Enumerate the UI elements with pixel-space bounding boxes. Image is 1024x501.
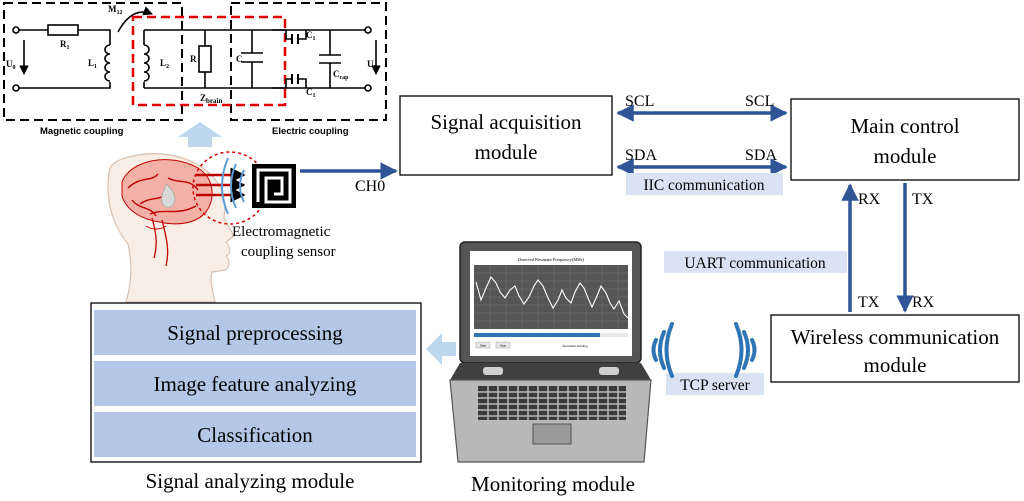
scl-right-label: SCL xyxy=(745,93,774,110)
m12-label: M12 xyxy=(108,4,123,16)
magnetic-coupling-box xyxy=(3,2,183,121)
sda-right-label: SDA xyxy=(745,147,777,164)
r1-label: R1 xyxy=(60,39,70,51)
svg-text:Image feature analyzing: Image feature analyzing xyxy=(154,372,357,396)
left-arrow xyxy=(426,333,456,365)
zbrain-label: Zbrain xyxy=(200,93,222,105)
analysis-row-2: Classification xyxy=(94,412,416,457)
svg-text:TCP server: TCP server xyxy=(680,377,750,394)
r-label: R xyxy=(190,54,197,64)
svg-text:UART communication: UART communication xyxy=(684,255,826,272)
signal-analyzing-caption: Signal analyzing module xyxy=(146,469,355,493)
wifi-icon-laptop xyxy=(651,322,674,378)
screen-signal-trace xyxy=(475,275,629,319)
l2-label: L2 xyxy=(160,58,169,70)
sensor-waves xyxy=(221,157,245,215)
circuit-labels: R1 L1 M12 L2 R C C1 C1 Ccap U0 U0 Zbrain xyxy=(6,4,377,105)
screen-status: Start Data Sending xyxy=(562,344,588,348)
sda-left-label: SDA xyxy=(625,147,657,164)
rx-bottom-label: RX xyxy=(912,294,935,311)
tx-bottom-label: TX xyxy=(858,294,880,311)
svg-text:IIC communication: IIC communication xyxy=(644,177,765,194)
screen-start-button xyxy=(475,341,491,349)
screen-stop-button xyxy=(495,341,511,349)
equivalent-circuit: R1 L1 M12 L2 R C C1 C1 Ccap U0 U0 Zbrain… xyxy=(3,2,387,137)
connection-labels: SCL SCL SDA SDA CH0 RX TX TX RX xyxy=(355,93,935,311)
monitoring-caption: Monitoring module xyxy=(471,472,635,496)
sensor-coil-icon xyxy=(252,164,296,208)
head-illustration xyxy=(107,153,235,303)
secondary-loop xyxy=(143,26,381,92)
electric-coupling-label: Electric coupling xyxy=(272,126,349,137)
screen-title: Detected Resonant Frequency(MHz) xyxy=(518,257,585,262)
c1-bottom-label: C1 xyxy=(306,87,316,99)
u0-left-label: U0 xyxy=(6,59,16,71)
wifi-icon-wireless xyxy=(734,322,757,378)
magnetic-coupling-label: Magnetic coupling xyxy=(40,126,124,137)
electric-coupling-box xyxy=(230,2,387,121)
sensor-label: Electromagnetic coupling sensor xyxy=(232,224,336,260)
tcp-server-tag: TCP server xyxy=(666,373,764,395)
c1-top-label: C1 xyxy=(306,30,316,42)
svg-text:Signal preprocessing: Signal preprocessing xyxy=(167,321,343,345)
brain-impedance-box xyxy=(131,15,287,107)
uart-communication-tag: UART communication xyxy=(664,251,847,273)
scl-left-label: SCL xyxy=(625,93,654,110)
svg-text:Classification: Classification xyxy=(197,423,313,447)
rx-top-label: RX xyxy=(858,191,881,208)
ccap-label: Ccap xyxy=(333,69,349,81)
ch0-label: CH0 xyxy=(355,178,385,195)
up-arrow xyxy=(178,122,222,147)
svg-text:Start: Start xyxy=(480,344,487,348)
l1-label: L1 xyxy=(88,58,97,70)
u0-right-label: U0 xyxy=(367,59,377,71)
iic-communication-tag: IIC communication xyxy=(626,173,783,195)
analysis-row-0: Signal preprocessing xyxy=(94,310,416,355)
connection-lines xyxy=(300,104,914,313)
primary-loop xyxy=(12,6,153,92)
tx-top-label: TX xyxy=(912,191,934,208)
analysis-row-1: Image feature analyzing xyxy=(94,361,416,406)
laptop-screen-app: Detected Resonant Frequency(MHz) Start S… xyxy=(474,257,629,349)
sensor-field-lines xyxy=(196,167,246,203)
svg-text:Stop: Stop xyxy=(500,344,507,348)
c-label: C xyxy=(236,54,243,64)
